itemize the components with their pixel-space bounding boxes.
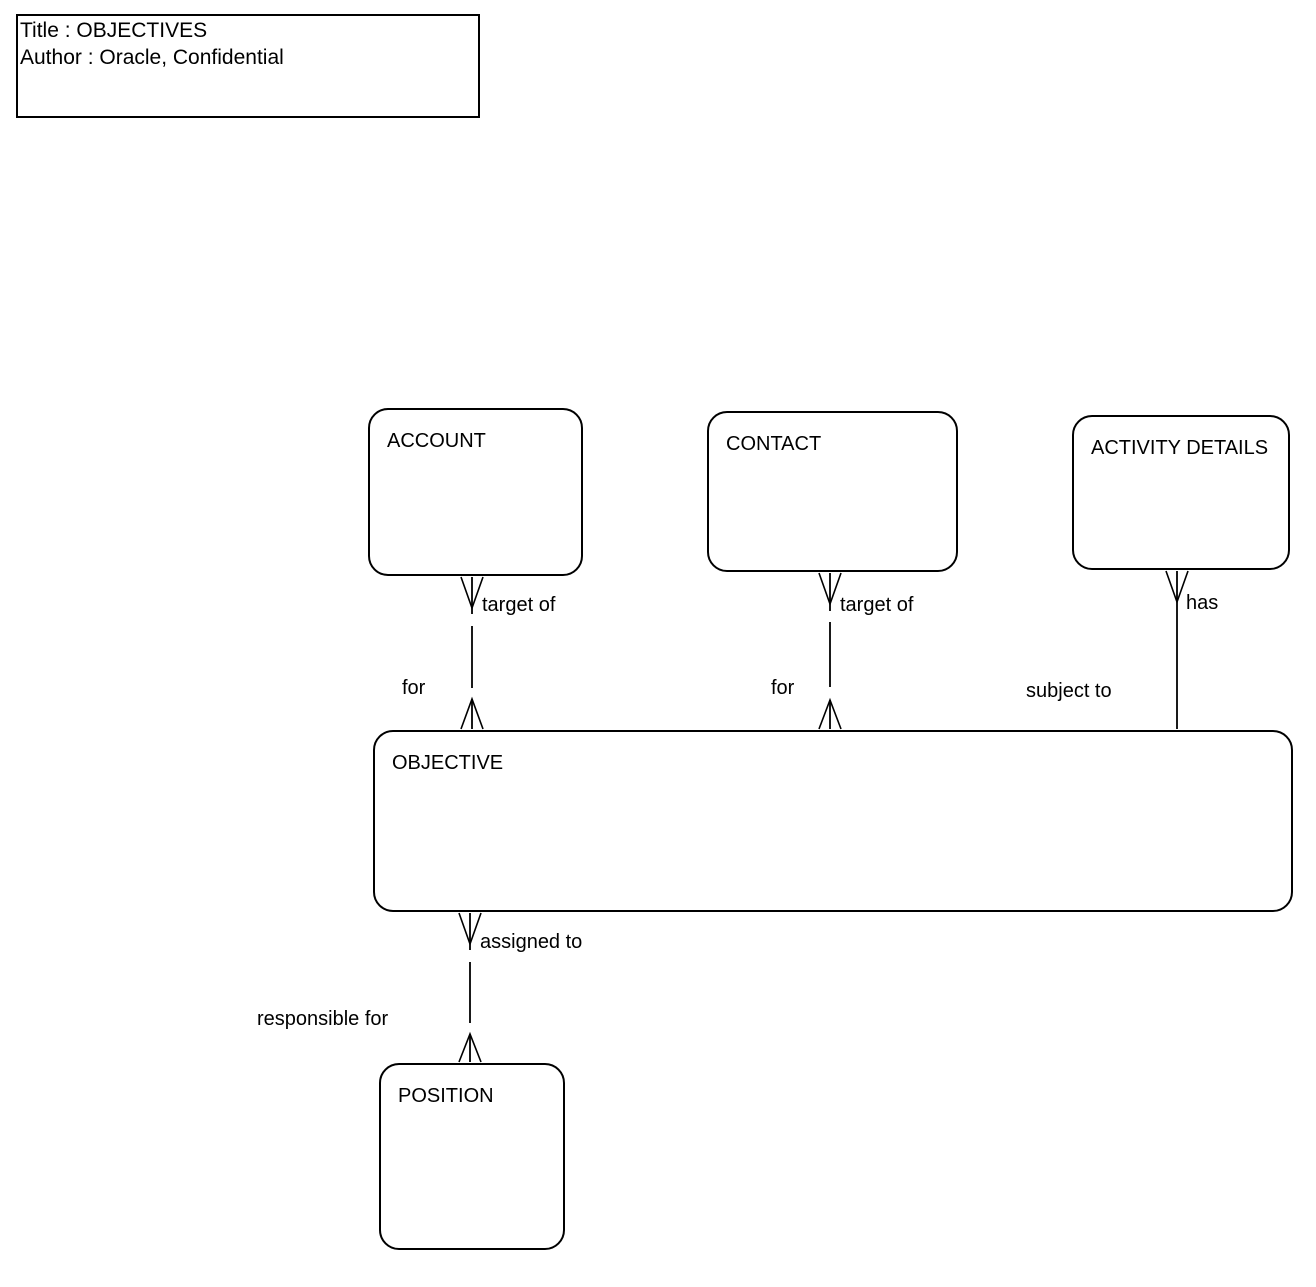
entity-account[interactable]: ACCOUNT: [368, 408, 583, 576]
connector-account-objective[interactable]: [460, 576, 484, 730]
contact-objective-from-label: target of: [840, 594, 914, 616]
entity-activity-details-label: ACTIVITY DETAILS: [1091, 437, 1269, 459]
entity-activity-details[interactable]: ACTIVITY DETAILS: [1072, 415, 1290, 570]
account-objective-to-label: for: [402, 677, 426, 699]
objective-position-to-label: responsible for: [257, 1008, 389, 1030]
activity-objective-to-label: subject to: [1026, 680, 1112, 702]
contact-objective-to-label: for: [771, 677, 795, 699]
account-objective-from-label: target of: [482, 594, 556, 616]
diagram-title-line: Title : OBJECTIVES: [20, 19, 208, 42]
entity-objective[interactable]: OBJECTIVE: [373, 730, 1293, 912]
diagram-author-line: Author : Oracle, Confidential: [20, 46, 284, 69]
entity-contact[interactable]: CONTACT: [707, 411, 958, 572]
entity-position[interactable]: POSITION: [379, 1063, 565, 1250]
entity-position-label: POSITION: [398, 1085, 494, 1107]
entity-account-label: ACCOUNT: [387, 430, 486, 452]
connector-activity-objective[interactable]: [1165, 570, 1189, 729]
objective-position-from-label: assigned to: [480, 931, 583, 953]
entity-objective-label: OBJECTIVE: [392, 752, 504, 774]
activity-objective-from-label: has: [1186, 592, 1219, 614]
entity-contact-label: CONTACT: [726, 433, 822, 455]
connector-contact-objective[interactable]: [818, 572, 842, 730]
connector-objective-position[interactable]: [458, 912, 482, 1063]
diagram-title-block[interactable]: Title : OBJECTIVES Author : Oracle, Conf…: [16, 14, 480, 118]
